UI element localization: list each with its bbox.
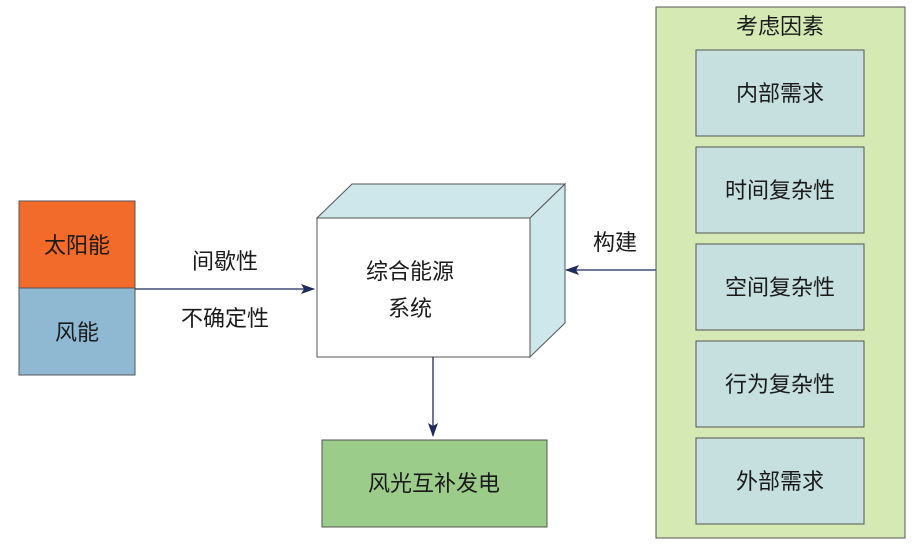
factor-item-label: 外部需求 [736,470,824,495]
factor-item-label: 时间复杂性 [725,179,835,204]
solar-label: 太阳能 [44,234,110,259]
factor-item-label: 内部需求 [736,82,824,107]
factor-item-label: 空间复杂性 [725,276,835,301]
factor-item-label: 行为复杂性 [725,373,835,398]
build-label: 构建 [593,231,637,256]
output-box: 风光互补发电 [321,439,548,528]
factor-item-box [695,243,865,331]
factors-title: 考虑因素 [736,15,824,40]
intermittency-label: 间歇性 [192,250,258,275]
factor-item-box [695,146,865,234]
factor-item-box [695,49,865,137]
wind-box [18,287,136,376]
output-box-rect [321,439,548,528]
system-label-line2: 系统 [388,297,432,322]
factor-item-box [695,437,865,525]
build-arrow: 构建 [565,231,656,275]
uncertainty-label: 不确定性 [181,307,269,332]
energy-sources: 太阳能 风能 [18,200,136,376]
input-arrow: 间歇性 不确定性 [135,250,315,332]
system-box-top [315,183,567,219]
factor-item-box [695,340,865,428]
system-box-front [316,217,531,358]
wind-label: 风能 [55,321,99,346]
system-label-line1: 综合能源 [366,260,454,285]
output-label: 风光互补发电 [368,472,500,497]
integrated-energy-system-box: 综合能源 系统 [315,182,567,359]
solar-box [18,200,136,289]
